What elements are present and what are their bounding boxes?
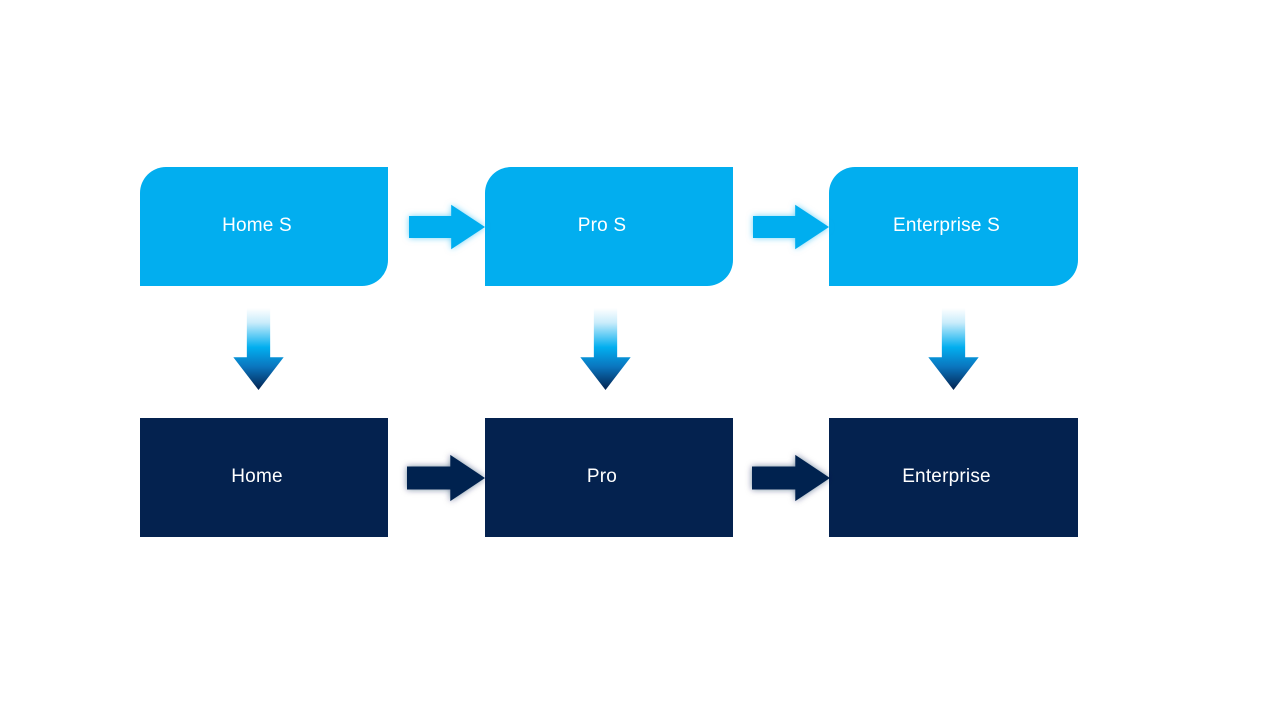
arrow-right-icon-home-to-pro[interactable] (407, 452, 485, 504)
node-label: Pro (586, 466, 618, 488)
arrow-right-icon-home-s-to-pro-s[interactable] (409, 202, 485, 252)
node-label: Enterprise (902, 466, 991, 488)
node-label: Home S (222, 215, 292, 237)
node-pro-s[interactable]: Pro S (485, 167, 733, 286)
node-pro[interactable]: Pro (485, 418, 733, 537)
arrow-right-icon-pro-to-enterprise[interactable] (752, 452, 830, 504)
node-label: Enterprise S (893, 215, 1000, 237)
arrow-down-icon-enterprise-s-to-enterprise[interactable] (927, 308, 980, 390)
node-enterprise[interactable]: Enterprise (829, 418, 1078, 537)
node-enterprise-s[interactable]: Enterprise S (829, 167, 1078, 286)
node-label: Pro S (577, 215, 627, 237)
arrow-down-icon-pro-s-to-pro[interactable] (579, 308, 632, 390)
node-home[interactable]: Home (140, 418, 388, 537)
arrow-right-icon-pro-s-to-enterprise-s[interactable] (753, 202, 829, 252)
node-home-s[interactable]: Home S (140, 167, 388, 286)
node-label: Home (231, 466, 283, 488)
arrow-down-icon-home-s-to-home[interactable] (232, 308, 285, 390)
